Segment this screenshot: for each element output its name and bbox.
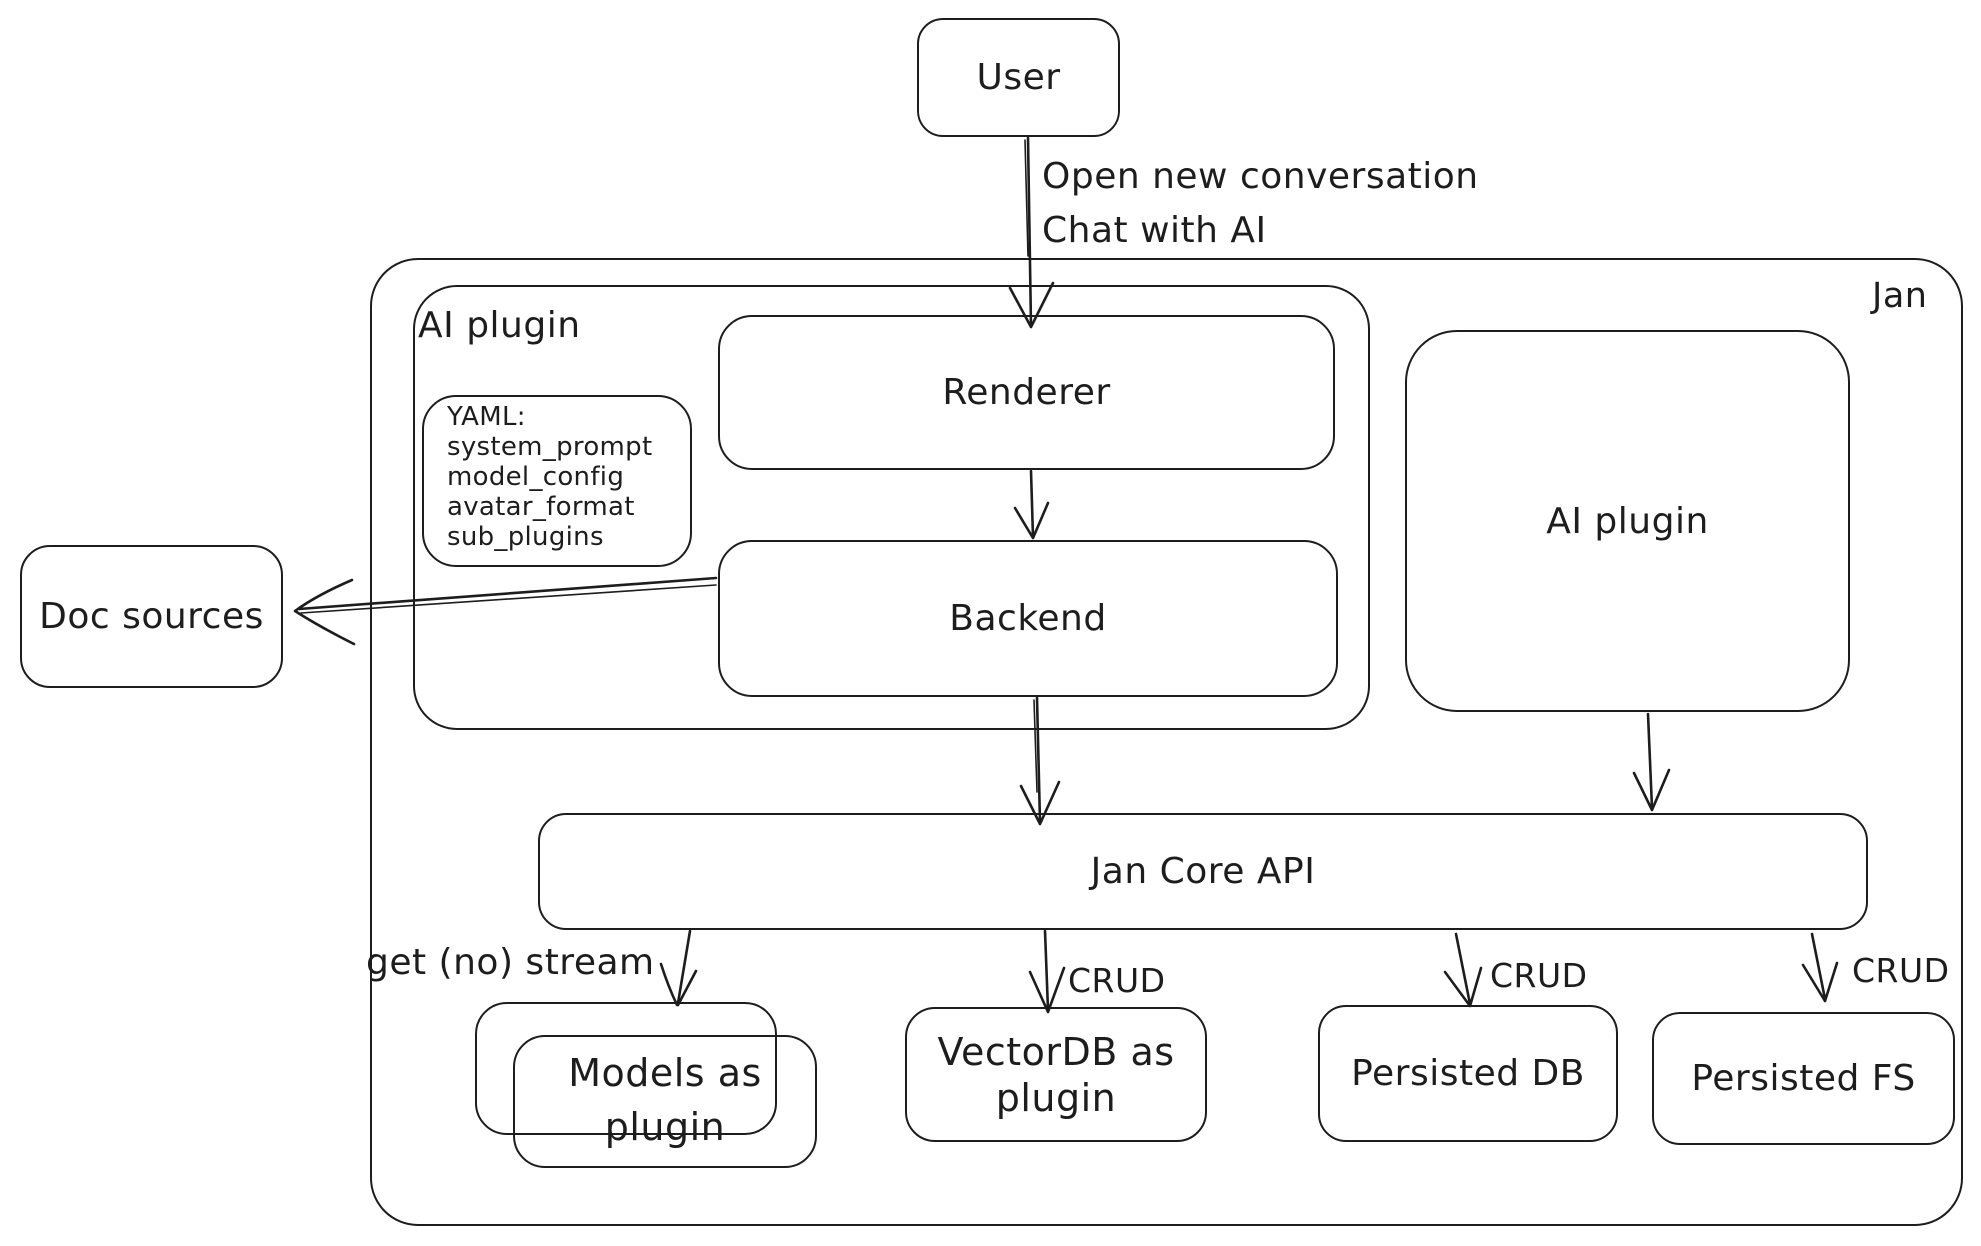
doc-sources-node: Doc sources — [20, 545, 283, 688]
user-node-label: User — [976, 57, 1061, 98]
vectordb-as-plugin-label: VectorDB as plugin — [937, 1029, 1175, 1120]
edge-label-chat-with-ai: Chat with AI — [1042, 210, 1267, 251]
jan-group-box — [370, 258, 1963, 1226]
edge-label-crud-persisted-db: CRUD — [1490, 956, 1588, 995]
backend-node: Backend — [718, 540, 1338, 697]
persisted-db-node: Persisted DB — [1318, 1005, 1618, 1142]
jan-core-api-node: Jan Core API — [538, 813, 1868, 930]
backend-node-label: Backend — [949, 598, 1107, 639]
ai-plugin-node: AI plugin — [1405, 330, 1850, 712]
jan-core-api-node-label: Jan Core API — [1090, 851, 1316, 892]
edge-label-crud-vectordb: CRUD — [1068, 961, 1166, 1000]
yaml-note-line: sub_plugins — [447, 522, 604, 552]
ai-plugin-container-box — [413, 285, 1370, 730]
jan-group-label: Jan — [1872, 276, 1928, 316]
yaml-note-line: model_config — [447, 462, 625, 492]
yaml-note-text: YAML: system_prompt model_config avatar_… — [447, 402, 652, 552]
persisted-fs-node: Persisted FS — [1652, 1012, 1955, 1145]
ai-plugin-container-label: AI plugin — [418, 305, 581, 346]
persisted-fs-node-label: Persisted FS — [1691, 1058, 1916, 1099]
edge-label-crud-persisted-fs: CRUD — [1852, 951, 1950, 990]
renderer-node: Renderer — [718, 315, 1335, 470]
persisted-db-node-label: Persisted DB — [1351, 1053, 1585, 1094]
ai-plugin-node-label: AI plugin — [1546, 500, 1709, 542]
doc-sources-node-label: Doc sources — [39, 596, 264, 637]
user-node: User — [917, 18, 1120, 137]
models-as-plugin-node — [513, 1035, 817, 1168]
models-as-plugin-outer-box — [475, 1002, 777, 1135]
yaml-note-line: avatar_format — [447, 492, 635, 522]
models-as-plugin-label: Models as plugin — [568, 1051, 762, 1149]
yaml-note-line: YAML: — [447, 402, 526, 432]
renderer-node-label: Renderer — [942, 372, 1111, 413]
edge-label-get-no-stream: get (no) stream — [366, 942, 655, 983]
vectordb-as-plugin-node: VectorDB as plugin — [905, 1007, 1207, 1142]
yaml-note-line: system_prompt — [447, 432, 653, 462]
edge-label-open-new-conversation: Open new conversation — [1042, 156, 1479, 197]
yaml-note-box — [422, 395, 692, 567]
